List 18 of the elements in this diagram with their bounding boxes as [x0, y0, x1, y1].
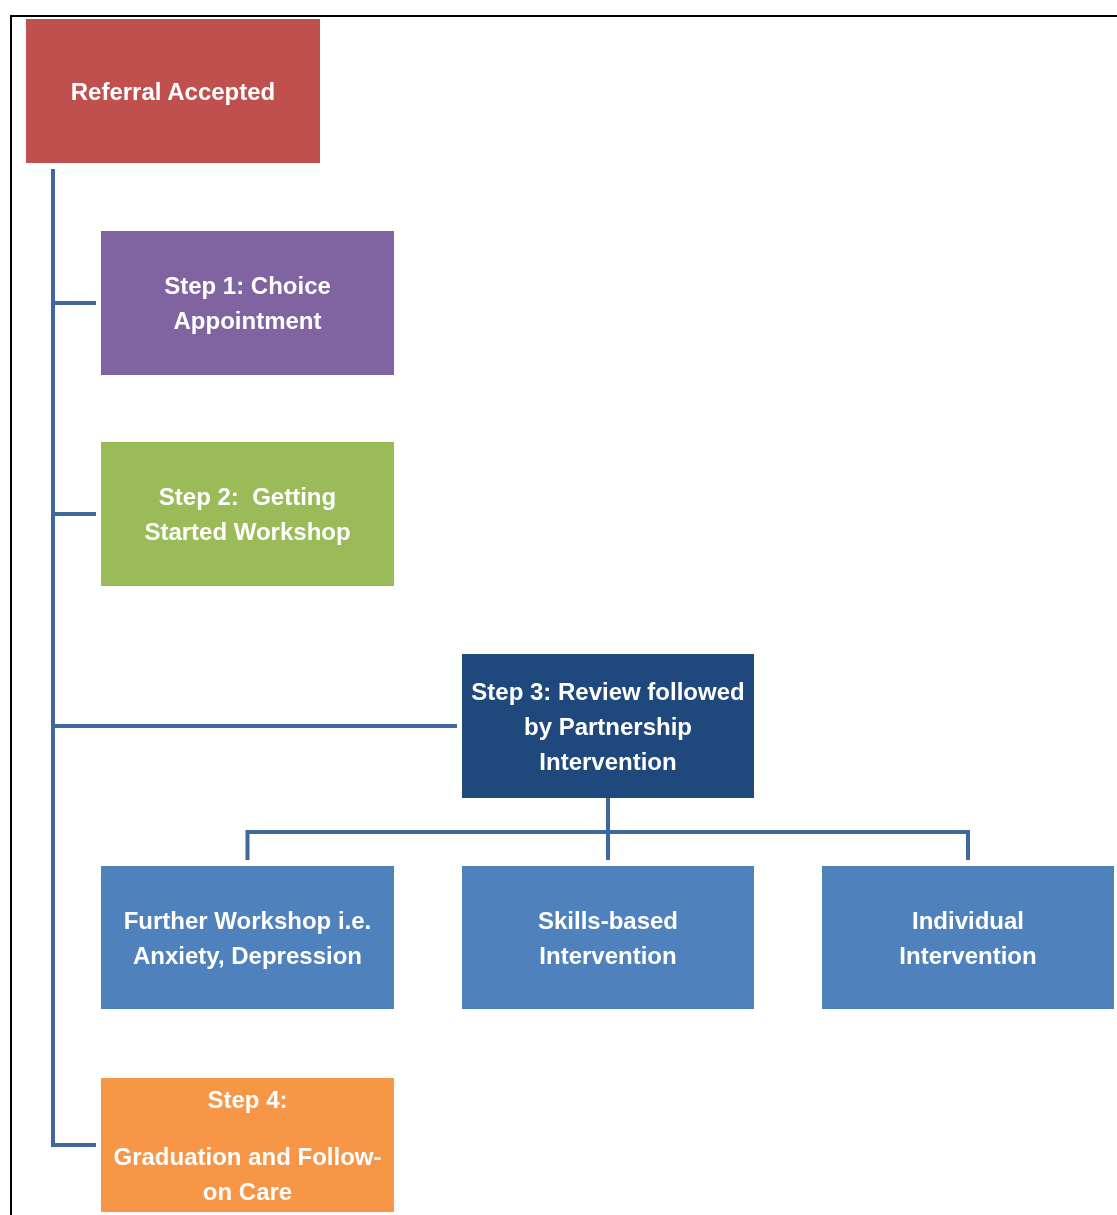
box-label: Step 3: Review followed by Partnership Intervention	[470, 676, 746, 777]
step-box	[822, 866, 1114, 1009]
connector-line	[51, 169, 96, 1147]
box-label: Referral Accepted	[70, 76, 276, 107]
step-box	[101, 231, 394, 375]
process-box	[462, 654, 754, 798]
start-box	[26, 19, 320, 163]
box-label: Individual Intervention	[898, 905, 1038, 971]
step-box	[101, 1078, 394, 1212]
box-label: Skills-based Intervention	[536, 905, 680, 971]
box-label: Step 4:	[207, 1084, 288, 1115]
step-box	[462, 866, 754, 1009]
box-label: Further Workshop i.e. Anxiety, Depression	[122, 905, 373, 971]
box-label: Graduation and Follow-on Care	[112, 1141, 383, 1207]
step-box	[101, 866, 394, 1009]
box-label: Step 1: Choice Appointment	[163, 271, 332, 336]
step-box	[101, 442, 394, 586]
box-label: Step 2: Getting Started Workshop	[143, 482, 352, 547]
